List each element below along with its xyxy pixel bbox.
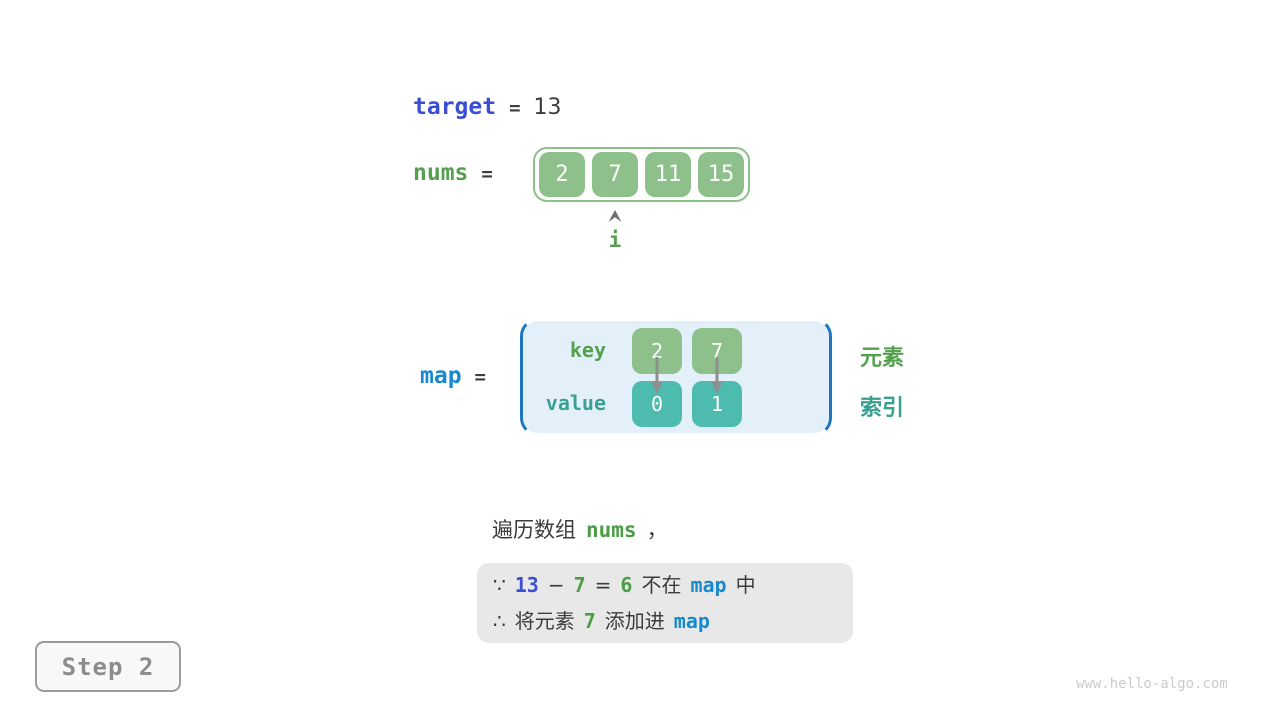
text-token: 遍历数组 <box>492 518 576 542</box>
text-token: 7 <box>583 609 596 633</box>
target-variable-name: target <box>413 94 497 120</box>
key-to-value-arrow-icon <box>651 357 663 394</box>
text-token: 6 <box>620 573 633 597</box>
nums-array-cell: 15 <box>698 152 744 197</box>
map-line: map = <box>420 363 486 389</box>
text-token: = <box>594 573 612 597</box>
text-token: map <box>690 573 727 597</box>
target-line: target = 13 <box>413 94 562 120</box>
map-key-row-label: key <box>569 338 606 362</box>
text-token: 添加进 <box>604 609 665 633</box>
equals-sign: = <box>481 163 493 185</box>
text-token: ∵ <box>493 573 506 597</box>
text-token: nums <box>586 518 637 542</box>
text-token: ∴ <box>493 609 506 633</box>
map-variable-name: map <box>420 363 462 389</box>
nums-array-cell: 11 <box>645 152 691 197</box>
reasoning-box: ∵ 13−7 = 6 不在 map 中 ∴ 将元素 7 添加进 map <box>477 563 853 643</box>
watermark: www.hello-algo.com <box>1076 676 1228 692</box>
text-token: 7 <box>573 573 586 597</box>
reasoning-line-because: ∵ 13−7 = 6 不在 map 中 <box>493 567 837 603</box>
text-token: 中 <box>735 573 756 597</box>
step-badge: Step 2 <box>35 641 181 692</box>
side-label-elements: 元素 <box>860 346 905 371</box>
nums-array-container: 2 7 11 15 <box>533 147 750 202</box>
text-token: 不在 <box>641 573 682 597</box>
nums-variable-name: nums <box>413 160 469 186</box>
nums-array-cell: 7 <box>592 152 638 197</box>
equals-sign: = <box>474 366 486 388</box>
caption-line: 遍历数组 nums ， <box>492 514 668 544</box>
key-to-value-arrow-icon <box>711 357 723 394</box>
index-pointer-caret-icon <box>608 210 622 222</box>
text-token: map <box>673 609 710 633</box>
nums-array-cell: 2 <box>539 152 585 197</box>
target-value: 13 <box>533 95 562 120</box>
text-token: 13 <box>514 573 539 597</box>
text-token: 将元素 <box>514 609 575 633</box>
side-label-indices: 索引 <box>860 396 905 421</box>
text-token: ， <box>646 518 668 542</box>
map-value-row-label: value <box>545 391 606 415</box>
equals-sign: = <box>509 97 521 119</box>
index-pointer-label: i <box>608 228 622 252</box>
reasoning-line-therefore: ∴ 将元素 7 添加进 map <box>493 603 837 639</box>
map-value-cell: 0 <box>632 381 682 427</box>
nums-line: nums = <box>413 160 493 186</box>
text-token: − <box>547 573 565 597</box>
